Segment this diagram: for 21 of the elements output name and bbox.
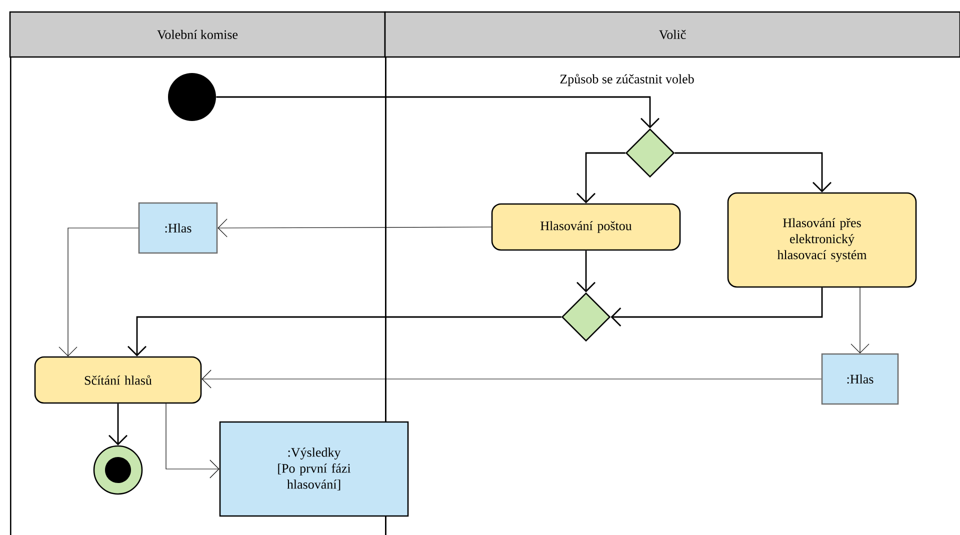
arrow	[128, 316, 562, 356]
arrow	[850, 287, 870, 354]
arrow	[576, 152, 626, 204]
edge-label: Způsob se zúčastnit voleb	[558, 72, 696, 88]
object-box: :Hlas	[821, 353, 899, 405]
final-node	[93, 445, 143, 495]
arrow	[218, 218, 492, 238]
action-box: Hlasování přes elektronický hlasovací systém	[727, 192, 917, 288]
arrow	[576, 250, 596, 292]
action-box: Sčítání hlasů	[34, 356, 202, 404]
initial-node	[168, 73, 216, 121]
object-box: :Hlas	[138, 202, 218, 254]
arrow	[58, 228, 139, 356]
arrow	[166, 403, 220, 478]
arrow	[216, 96, 660, 128]
arrow	[202, 370, 822, 388]
object-box: :Výsledky [Po první fázi hlasování]	[219, 421, 409, 517]
arrow	[610, 288, 823, 326]
arrow	[108, 404, 128, 446]
action-box: Hlasování poštou	[491, 203, 681, 251]
arrow	[674, 152, 832, 192]
